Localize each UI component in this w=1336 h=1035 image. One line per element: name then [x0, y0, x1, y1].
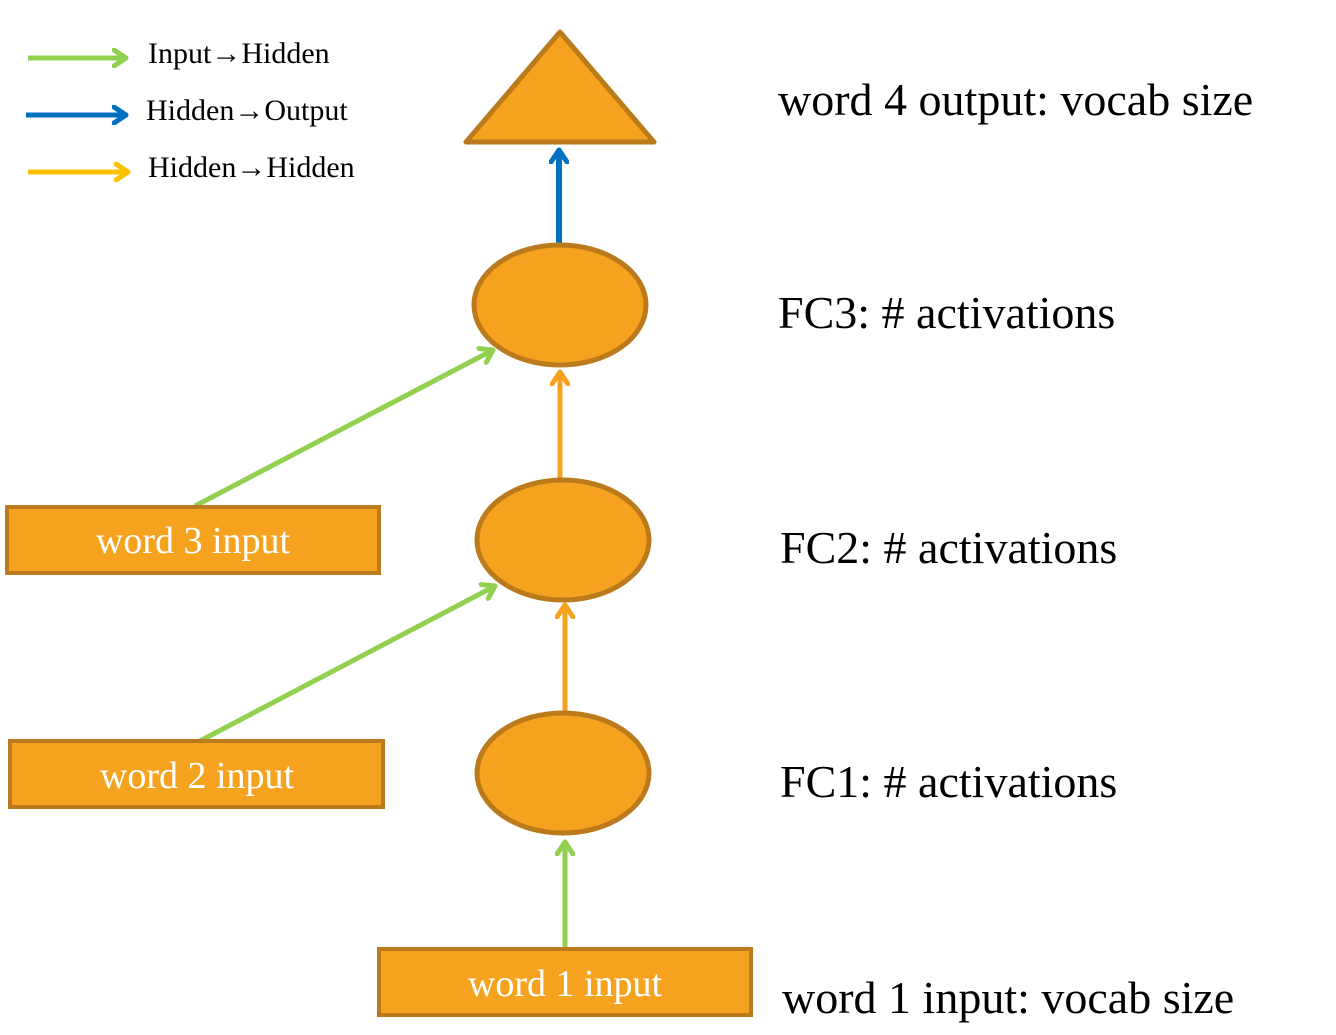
input-box-word1: word 1 input — [377, 947, 753, 1017]
fc3-layer-label: FC3: # activations — [778, 287, 1115, 338]
input-layer-label: word 1 input: vocab size — [782, 972, 1234, 1023]
legend-label-hidden-output: Hidden→Output — [146, 94, 348, 127]
input-box-word2-label: word 2 input — [100, 755, 295, 797]
fc2-layer-label: FC2: # activations — [780, 522, 1117, 573]
output-node — [463, 29, 657, 145]
legend-label-input-hidden: Input→Hidden — [148, 37, 330, 70]
input-box-word2: word 2 input — [8, 739, 385, 809]
legend-item-hidden-output: Hidden→Output — [26, 94, 348, 127]
fc2-node — [474, 477, 652, 603]
input-box-word3: word 3 input — [5, 505, 381, 575]
arrow-word3-to-fc3 — [193, 350, 493, 509]
fc3-node — [471, 242, 649, 368]
fc1-node — [474, 710, 652, 836]
legend-item-hidden-hidden: Hidden→Hidden — [28, 151, 355, 184]
connections — [193, 150, 565, 948]
legend: Input→Hidden Hidden→Output Hidden→Hidden — [26, 37, 355, 184]
input-box-word1-label: word 1 input — [468, 963, 663, 1005]
input-box-word3-label: word 3 input — [96, 520, 291, 562]
arrow-word2-to-fc2 — [196, 586, 495, 745]
output-layer-label: word 4 output: vocab size — [778, 74, 1253, 125]
fc1-layer-label: FC1: # activations — [780, 756, 1117, 807]
legend-item-input-hidden: Input→Hidden — [28, 37, 330, 70]
legend-label-hidden-hidden: Hidden→Hidden — [148, 151, 355, 184]
